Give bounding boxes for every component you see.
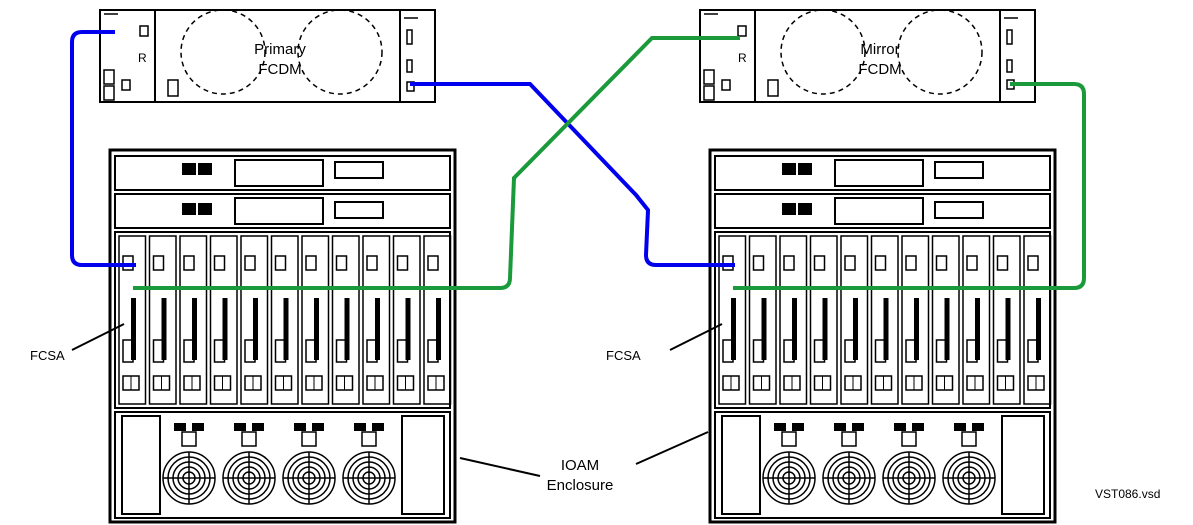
fcsa-slot [363, 236, 390, 404]
ioam-leader-right [636, 432, 708, 464]
primary-label-line1: Primary [254, 41, 306, 58]
fan-icon [343, 424, 395, 504]
fcsa-slot [333, 236, 360, 404]
fcsa-slot [719, 236, 746, 404]
fcsa-slot [424, 236, 451, 404]
file-id-label: VST086.vsd [1095, 487, 1160, 501]
fcsa-slot [302, 236, 329, 404]
fcsa-slot [119, 236, 146, 404]
mirror-label-line2: FCDM [858, 61, 901, 78]
fan-icon [283, 424, 335, 504]
fcsa-slot [1024, 236, 1051, 404]
fcsa-slot [902, 236, 929, 404]
fcsa-left-leader [72, 324, 124, 350]
fan-icon [223, 424, 275, 504]
fcsa-slot [750, 236, 777, 404]
mirror-label-line1: Mirror [860, 41, 899, 58]
ioam-label-line2: Enclosure [547, 477, 614, 494]
fcsa-slot [994, 236, 1021, 404]
ioam-enclosure-left [110, 150, 455, 522]
fan-icon [883, 424, 935, 504]
fcsa-slot [963, 236, 990, 404]
blue-cable-primary-to-right-fcsa [410, 84, 735, 265]
ioam-left-fcsa-slots [119, 236, 451, 404]
fcsa-right-label: FCSA [606, 348, 641, 363]
fcsa-slot [872, 236, 899, 404]
fan-icon [943, 424, 995, 504]
primary-label-line2: FCDM [258, 61, 301, 78]
fcsa-slot [150, 236, 177, 404]
ioam-left-fans [163, 424, 395, 504]
fan-icon [163, 424, 215, 504]
fcsa-left-label: FCSA [30, 348, 65, 363]
fan-icon [763, 424, 815, 504]
fcsa-slot [211, 236, 238, 404]
fcsa-slot [394, 236, 421, 404]
fcsa-slot [272, 236, 299, 404]
ioam-right-fcsa-slots [719, 236, 1051, 404]
fcsa-slot [841, 236, 868, 404]
fcsa-slot [811, 236, 838, 404]
fcsa-slot [933, 236, 960, 404]
svg-text:R: R [738, 51, 747, 65]
ioam-enclosure-right [710, 150, 1055, 522]
svg-text:R: R [138, 51, 147, 65]
ioam-leader-left [460, 458, 540, 476]
fcsa-slot [180, 236, 207, 404]
fcsa-slot [780, 236, 807, 404]
fan-icon [823, 424, 875, 504]
ioam-label-line1: IOAM [561, 457, 599, 474]
ioam-right-fans [763, 424, 995, 504]
fcsa-slot [241, 236, 268, 404]
